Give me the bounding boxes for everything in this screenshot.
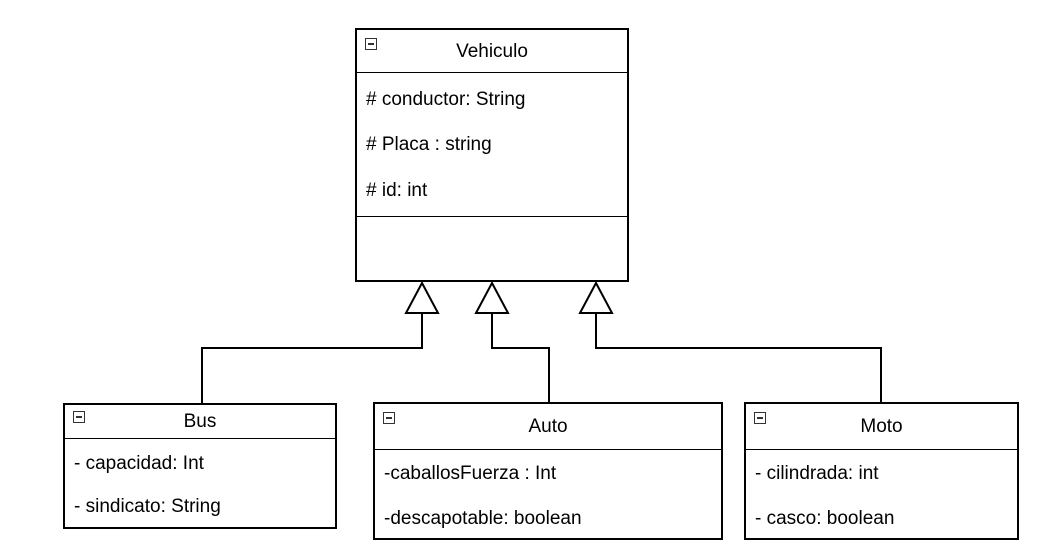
class-vehiculo[interactable]: Vehiculo # conductor: String # Placa : s… [355,28,629,282]
class-bus-header: Bus [65,405,335,439]
class-vehiculo-name: Vehiculo [456,41,528,62]
bus-inheritance-arrowhead [404,280,440,314]
class-auto-attributes: -caballosFuerza : Int -descapotable: boo… [375,450,721,538]
auto-inheritance-line [491,313,550,402]
class-bus-attribute: - capacidad: Int [74,453,204,474]
moto-inheritance-line [595,313,882,402]
class-vehiculo-attributes: # conductor: String # Placa : string # i… [357,73,627,216]
class-vehiculo-header: Vehiculo [357,30,627,73]
class-moto-name: Moto [860,416,903,437]
collapse-icon[interactable] [73,411,85,423]
class-vehiculo-attribute: # conductor: String [366,89,526,110]
class-bus[interactable]: Bus - capacidad: Int - sindicato: String [63,403,337,529]
collapse-icon[interactable] [365,38,377,50]
class-auto-name: Auto [528,416,568,437]
bus-inheritance-line [201,313,423,403]
class-auto-attribute: -caballosFuerza : Int [384,463,557,484]
collapse-icon[interactable] [383,412,395,424]
class-vehiculo-attribute: # id: int [366,180,428,201]
class-moto[interactable]: Moto - cilindrada: int - casco: boolean [744,402,1019,540]
class-vehiculo-attribute: # Placa : string [366,134,492,155]
class-moto-header: Moto [746,404,1017,450]
class-bus-attribute: - sindicato: String [74,496,221,517]
class-auto-header: Auto [375,404,721,450]
class-auto[interactable]: Auto -caballosFuerza : Int -descapotable… [373,402,723,540]
moto-inheritance-arrowhead [578,280,614,314]
collapse-icon[interactable] [754,412,766,424]
class-bus-attributes: - capacidad: Int - sindicato: String [65,439,335,527]
class-bus-name: Bus [183,411,217,432]
class-moto-attribute: - casco: boolean [755,508,895,529]
class-vehiculo-methods [357,216,627,280]
class-auto-attribute: -descapotable: boolean [384,508,582,529]
auto-inheritance-arrowhead [474,280,510,314]
class-moto-attributes: - cilindrada: int - casco: boolean [746,450,1017,538]
class-moto-attribute: - cilindrada: int [755,463,879,484]
